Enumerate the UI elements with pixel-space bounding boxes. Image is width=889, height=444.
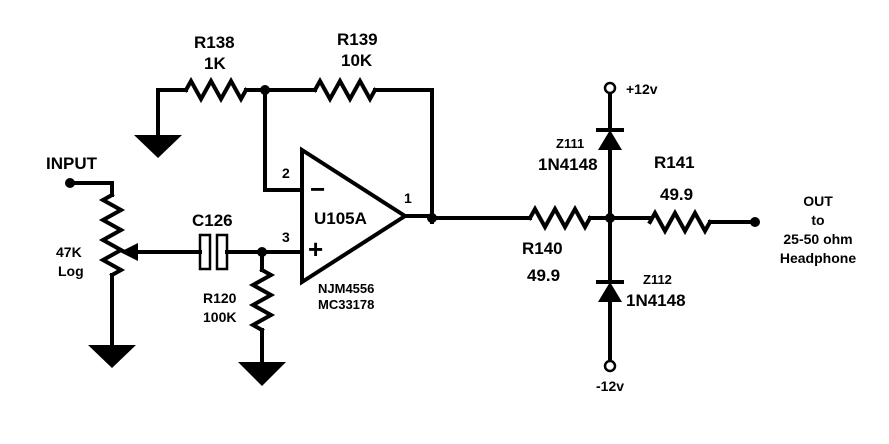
r140-value: 49.9 — [527, 266, 560, 285]
input-label: INPUT — [46, 154, 98, 173]
supply-pos-label: +12v — [626, 81, 658, 97]
pin-inv: 2 — [282, 165, 290, 181]
r141-ref: R141 — [654, 153, 695, 172]
opamp-part-2: MC33178 — [318, 297, 374, 312]
supply-neg-label: -12v — [596, 378, 624, 394]
r120-ref: R120 — [203, 290, 237, 306]
r141-value: 49.9 — [660, 185, 693, 204]
resistor-r138 — [183, 76, 317, 104]
z111-ref: Z111 — [556, 136, 584, 151]
ground-symbol-r120 — [238, 362, 286, 386]
pot-taper: Log — [58, 263, 84, 279]
potentiometer-47k — [98, 192, 202, 347]
output-label-line-1: OUT — [803, 193, 833, 209]
pin-noninv: 3 — [282, 229, 290, 245]
diode-z111 — [596, 128, 624, 220]
output-label-line-3: 25-50 ohm — [783, 231, 852, 247]
ground-symbol-r138 — [134, 88, 188, 158]
z112-ref: Z112 — [643, 272, 672, 287]
resistor-r141 — [608, 208, 757, 236]
z111-part: 1N4148 — [538, 155, 598, 174]
output-terminal — [750, 217, 760, 227]
supply-pos-terminal — [603, 81, 617, 130]
supply-neg-terminal — [603, 359, 617, 373]
z112-part: 1N4148 — [626, 291, 686, 310]
r138-value: 1K — [204, 54, 226, 73]
pin-out: 1 — [404, 190, 412, 206]
opamp-minus: − — [310, 174, 325, 204]
output-label-line-4: Headphone — [780, 250, 856, 266]
r139-ref: R139 — [337, 30, 378, 49]
diode-z112 — [596, 216, 624, 362]
wire-inv-input — [263, 88, 302, 192]
r140-ref: R140 — [522, 239, 563, 258]
c126-ref: C126 — [192, 211, 233, 230]
opamp-ref: U105A — [314, 209, 367, 228]
input-terminal — [65, 178, 114, 197]
r138-ref: R138 — [194, 33, 235, 52]
r120-value: 100K — [203, 309, 236, 325]
ground-symbol-pot — [88, 345, 136, 368]
output-label: OUT to 25-50 ohm Headphone — [780, 193, 856, 266]
output-label-line-2: to — [811, 212, 824, 228]
opamp-plus: + — [308, 234, 323, 264]
resistor-r120 — [248, 250, 276, 364]
resistor-r139 — [312, 76, 434, 224]
opamp-part-1: NJM4556 — [318, 281, 374, 296]
r139-value: 10K — [341, 51, 373, 70]
pot-value: 47K — [56, 244, 82, 260]
